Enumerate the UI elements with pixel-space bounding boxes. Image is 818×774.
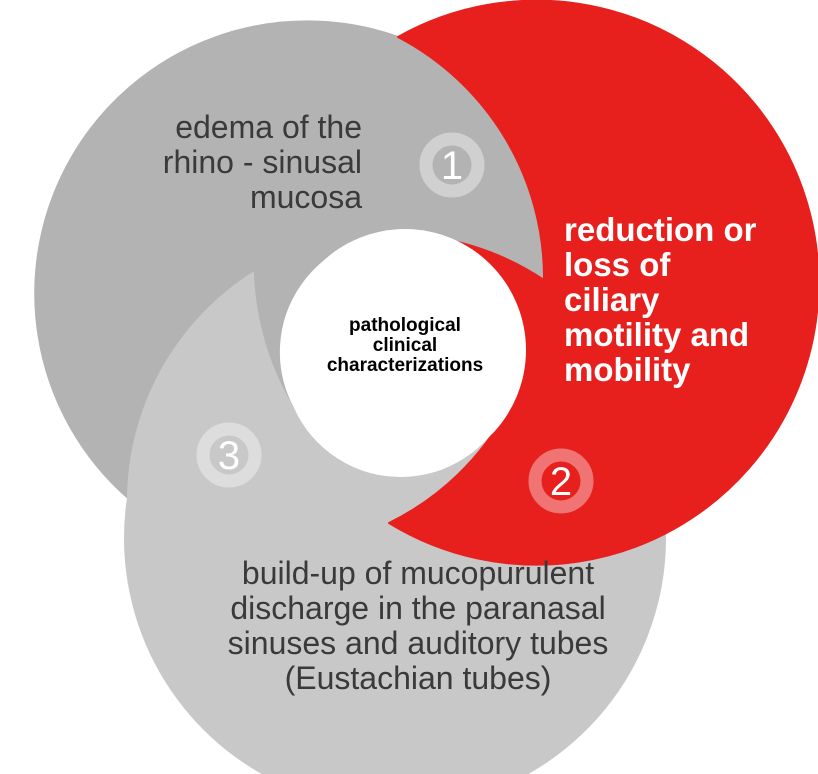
circle-region-2 bbox=[388, 0, 818, 566]
badge-number-2: 2 bbox=[550, 460, 572, 504]
circle-label-2: reduction or loss of ciliary motility an… bbox=[564, 211, 757, 388]
badge-number-3: 3 bbox=[218, 434, 240, 478]
badge-number-1: 1 bbox=[441, 144, 463, 188]
circle-label-1: edema of the rhino - sinusal mucosa bbox=[162, 109, 362, 215]
badge-ring-2 bbox=[528, 448, 594, 514]
badge-ring-1 bbox=[419, 132, 485, 198]
center-circle bbox=[284, 229, 526, 471]
center-label: pathological clinical characterizations bbox=[326, 315, 484, 376]
badge-ring-3 bbox=[196, 422, 262, 488]
circle-label-3: build-up of mucopurulent discharge in th… bbox=[227, 555, 609, 696]
